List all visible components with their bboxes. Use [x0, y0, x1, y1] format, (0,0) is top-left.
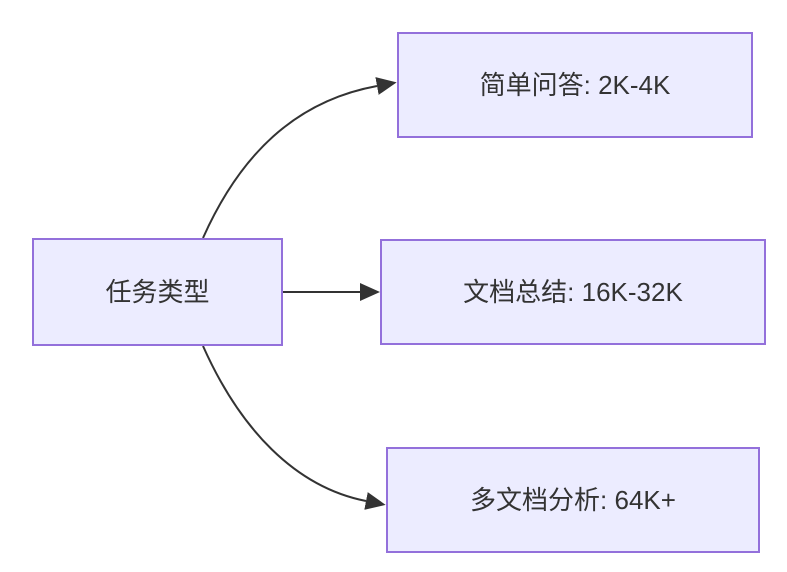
node-multi-doc: 多文档分析: 64K+ — [386, 447, 760, 553]
node-task-type: 任务类型 — [32, 238, 283, 346]
node-simple-qa-label: 简单问答: 2K-4K — [479, 70, 671, 100]
node-simple-qa: 简单问答: 2K-4K — [397, 32, 753, 138]
edge-root-to-multi-doc — [202, 345, 386, 510]
node-doc-summary: 文档总结: 16K-32K — [380, 239, 766, 345]
node-task-type-label: 任务类型 — [105, 277, 210, 307]
node-doc-summary-label: 文档总结: 16K-32K — [463, 277, 683, 307]
edge-root-to-simple-qa — [202, 77, 397, 239]
node-multi-doc-label: 多文档分析: 64K+ — [470, 485, 676, 515]
